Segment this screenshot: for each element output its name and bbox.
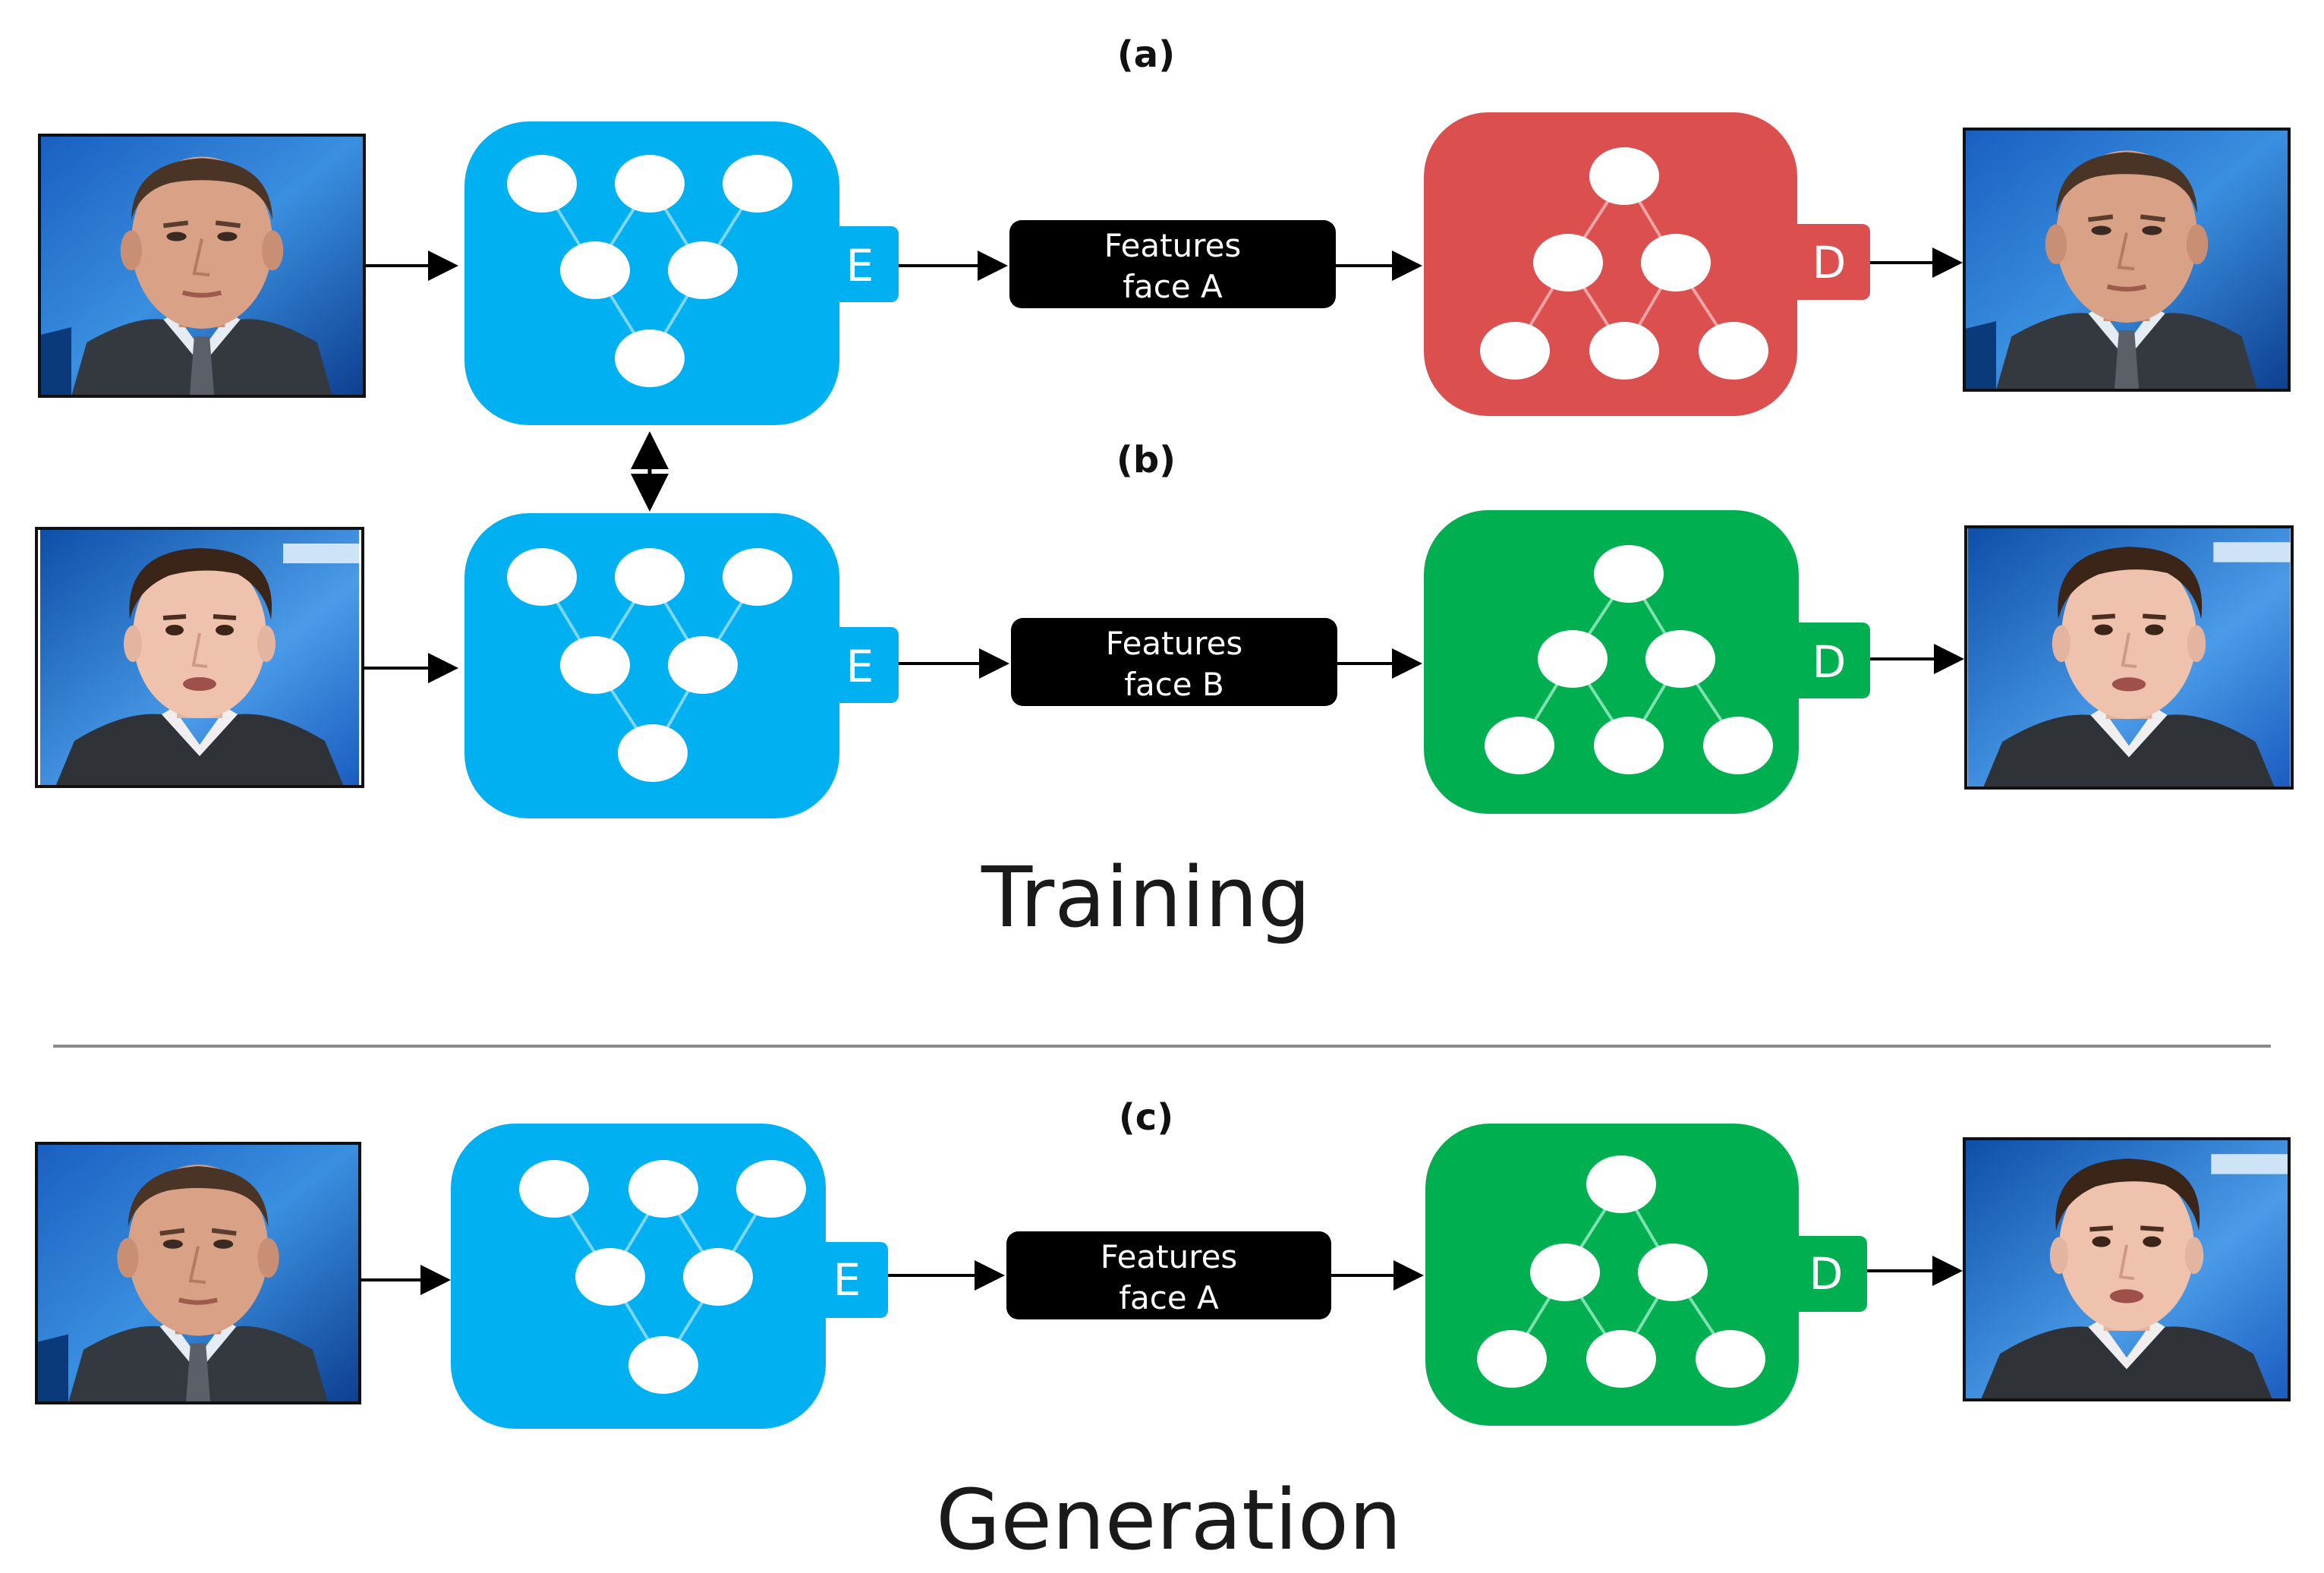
- output-face-a-photo: [1963, 128, 2291, 392]
- output-face-b-photo: [1963, 1137, 2291, 1401]
- encoder-b: E: [464, 513, 899, 818]
- network-nodes: [1480, 147, 1768, 380]
- input-face-a-photo: [38, 134, 366, 398]
- network-nodes: [1477, 1155, 1765, 1388]
- features-line2: face B: [1124, 666, 1224, 703]
- features-box-b: Features face B: [1011, 618, 1337, 706]
- section-title-training: Training: [981, 849, 1311, 946]
- decoder-a: D: [1424, 112, 1870, 416]
- features-line2: face A: [1123, 268, 1223, 305]
- row-a-label: (a): [1117, 33, 1175, 76]
- features-line1: Features: [1101, 1238, 1238, 1275]
- encoder-tab-label: E: [833, 1254, 861, 1306]
- features-box-a: Features face A: [1009, 220, 1336, 308]
- encoder-a: E: [464, 121, 899, 425]
- decoder-tab-label: D: [1809, 1248, 1844, 1300]
- row-c-label: (c): [1119, 1096, 1173, 1139]
- input-face-b-photo: [35, 527, 364, 788]
- network-nodes: [507, 155, 792, 387]
- network-nodes: [1485, 545, 1773, 774]
- encoder-tab-label: E: [846, 641, 874, 692]
- row-b: (b) E: [35, 439, 2294, 818]
- row-b-label: (b): [1116, 439, 1176, 481]
- input-face-a-photo: [35, 1142, 361, 1404]
- row-a: (a) E: [38, 33, 2291, 425]
- features-line1: Features: [1104, 227, 1242, 264]
- network-nodes: [519, 1160, 806, 1394]
- features-line2: face A: [1119, 1279, 1219, 1316]
- section-title-generation: Generation: [936, 1471, 1402, 1568]
- encoder-c: E: [451, 1124, 888, 1429]
- decoder-tab-label: D: [1812, 237, 1847, 288]
- encoder-tab-label: E: [846, 240, 874, 292]
- network-nodes: [507, 548, 792, 782]
- decoder-c: D: [1425, 1124, 1867, 1426]
- features-box-c: Features face A: [1006, 1231, 1331, 1319]
- output-face-b-photo: [1964, 525, 2294, 790]
- row-c: (c) E: [35, 1096, 2291, 1429]
- features-line1: Features: [1106, 625, 1243, 662]
- decoder-tab-label: D: [1812, 636, 1847, 688]
- decoder-b: D: [1424, 510, 1870, 814]
